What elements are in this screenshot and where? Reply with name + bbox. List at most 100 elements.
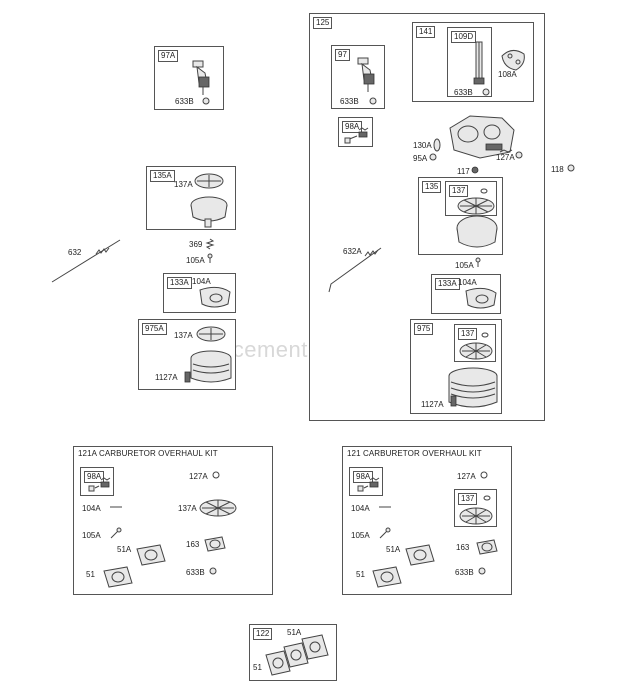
part-box-975A[interactable]: 975A 137A 1127A (138, 319, 236, 390)
screw-spring-icon (357, 477, 380, 492)
bowl-icon (199, 286, 231, 308)
label-633B: 633B (175, 97, 194, 106)
kit-title: 121 CARBURETOR OVERHAUL KIT (347, 449, 482, 458)
small-fitting-icon (369, 97, 377, 105)
label-104A: 104A (192, 277, 211, 286)
gasket-icon (501, 50, 525, 71)
gasket-icon (372, 566, 402, 588)
part-box-137[interactable]: 137 (445, 181, 497, 216)
part-box-109D[interactable]: 109D 633B (447, 27, 492, 97)
small-fitting-icon (480, 471, 488, 479)
box-tag: 137 (449, 185, 469, 197)
box-tag: 133A (435, 278, 460, 290)
part-box-122[interactable]: 122 51A 51 (249, 624, 337, 681)
gasket-icon (405, 544, 435, 566)
float-icon (190, 173, 228, 228)
label-104A: 104A (458, 278, 477, 287)
part-box-133A[interactable]: 133A 104A (431, 274, 501, 314)
label-137A: 137A (174, 331, 193, 340)
box-tag: 133A (167, 277, 192, 289)
box-tag: 97A (158, 50, 179, 62)
box-tag: 122 (253, 628, 273, 640)
air-filter-icon (448, 367, 498, 408)
label-108A: 108A (498, 70, 517, 79)
seal-icon (459, 332, 493, 360)
label-51: 51 (356, 570, 365, 579)
label-1127A: 1127A (421, 400, 444, 409)
primer-pump-icon (192, 60, 210, 95)
carburetor-icon (449, 115, 515, 159)
kit-title: 121A CARBURETOR OVERHAUL KIT (78, 449, 218, 458)
gasket-icon (476, 539, 498, 555)
spring-icon (205, 238, 215, 250)
screw-icon (471, 166, 479, 174)
label-51A: 51A (287, 628, 302, 637)
label-51A: 51A (117, 545, 132, 554)
box-tag: 141 (416, 26, 436, 38)
label-127A: 127A (457, 472, 476, 481)
nut-icon (429, 153, 437, 161)
valve-icon (110, 527, 122, 539)
part-box-98A[interactable]: 98A (80, 467, 114, 496)
seal-icon (199, 499, 237, 517)
label-104A: 104A (351, 504, 370, 513)
part-box-137[interactable]: 137 (454, 489, 497, 527)
label-633B: 633B (455, 568, 474, 577)
box-tag: 98A (84, 471, 105, 483)
label-105A: 105A (186, 256, 205, 265)
box-tag: 98A (342, 121, 363, 133)
part-box-137[interactable]: 137 (454, 324, 496, 362)
label-105A: 105A (82, 531, 101, 540)
pin-icon (379, 506, 391, 508)
box-tag: 137 (458, 328, 478, 340)
screw-spring-icon (344, 127, 369, 144)
valve-icon (379, 527, 391, 539)
part-box-97A[interactable]: 97A 633B (154, 46, 224, 110)
label-632A: 632A (343, 247, 362, 256)
gasket-icon (136, 544, 166, 566)
label-127A: 127A (496, 153, 515, 162)
seal-icon (459, 495, 493, 525)
small-fitting-icon (482, 88, 490, 96)
part-box-133A[interactable]: 133A 104A (163, 273, 236, 313)
part-box-98A[interactable]: 98A (349, 467, 383, 496)
small-fitting-icon (567, 164, 575, 172)
label-633B: 633B (454, 88, 473, 97)
label-51A: 51A (386, 545, 401, 554)
label-117: 117 (457, 167, 470, 176)
label-51: 51 (86, 570, 95, 579)
seal-icon (457, 188, 495, 215)
gasket-set-icon (265, 634, 329, 676)
label-51: 51 (253, 663, 262, 672)
pin-icon (110, 506, 122, 508)
label-95A: 95A (413, 154, 428, 163)
label-1127A: 1127A (155, 373, 178, 382)
label-633B: 633B (186, 568, 205, 577)
label-137A: 137A (178, 504, 197, 513)
box-tag: 135 (422, 181, 442, 193)
part-box-98A[interactable]: 98A (338, 117, 373, 147)
part-box-97[interactable]: 97 633B (331, 45, 385, 109)
small-fitting-icon (478, 567, 486, 575)
box-tag: 109D (451, 31, 477, 43)
small-fitting-icon (202, 97, 210, 105)
gasket-icon (204, 536, 226, 552)
air-filter-icon (184, 326, 232, 383)
small-fitting-icon (209, 567, 217, 575)
label-105A: 105A (455, 261, 474, 270)
box-tag: 125 (313, 17, 333, 29)
box-tag: 98A (353, 471, 374, 483)
label-118: 118 (551, 165, 564, 174)
part-box-135A[interactable]: 135A 137A (146, 166, 236, 230)
label-130A: 130A (413, 141, 432, 150)
washer-icon (433, 138, 441, 152)
box-tag: 137 (458, 493, 478, 505)
part-box-975[interactable]: 975 1127A (410, 319, 502, 414)
small-fitting-icon (515, 151, 523, 159)
valve-icon (475, 257, 481, 267)
fuel-pipe-icon (473, 41, 485, 85)
label-104A: 104A (82, 504, 101, 513)
label-369: 369 (189, 240, 203, 249)
governor-link-icon (51, 239, 121, 283)
label-633B: 633B (340, 97, 359, 106)
